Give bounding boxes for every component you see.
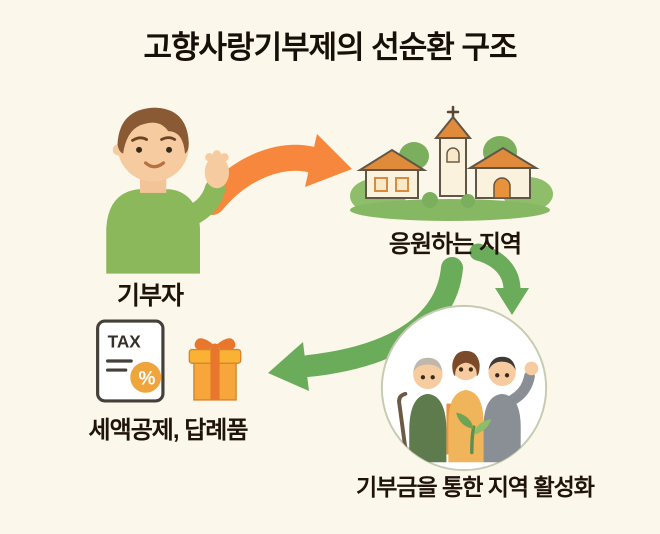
village-illustration [350, 105, 553, 221]
revitalization-label: 기부금을 통한 지역 활성화 [356, 474, 595, 500]
percent-text: % [138, 369, 155, 390]
house-left-icon [356, 148, 428, 199]
benefits-label: 세액공제, 답례품 [88, 417, 249, 444]
region-label: 응원하는 지역 [388, 231, 522, 258]
arrow-donor-to-region [199, 134, 352, 215]
sprout-icon [456, 412, 492, 455]
woman-icon [448, 350, 484, 463]
tax-calculator-icon: TAX % [96, 319, 165, 403]
tax-text: TAX [108, 331, 142, 351]
waving-hand-icon [204, 150, 230, 189]
donor-label: 기부자 [116, 282, 184, 310]
revitalization-circle-illustration [380, 304, 548, 472]
page-title: 고향사랑기부제의 선순환 구조 [143, 30, 518, 65]
gift-box-icon [188, 338, 242, 401]
church-tower-icon [433, 105, 473, 197]
donor-person-illustration [106, 107, 230, 274]
house-right-icon [466, 146, 540, 199]
businessman-icon [483, 356, 539, 463]
elderly-person-icon [397, 357, 447, 463]
